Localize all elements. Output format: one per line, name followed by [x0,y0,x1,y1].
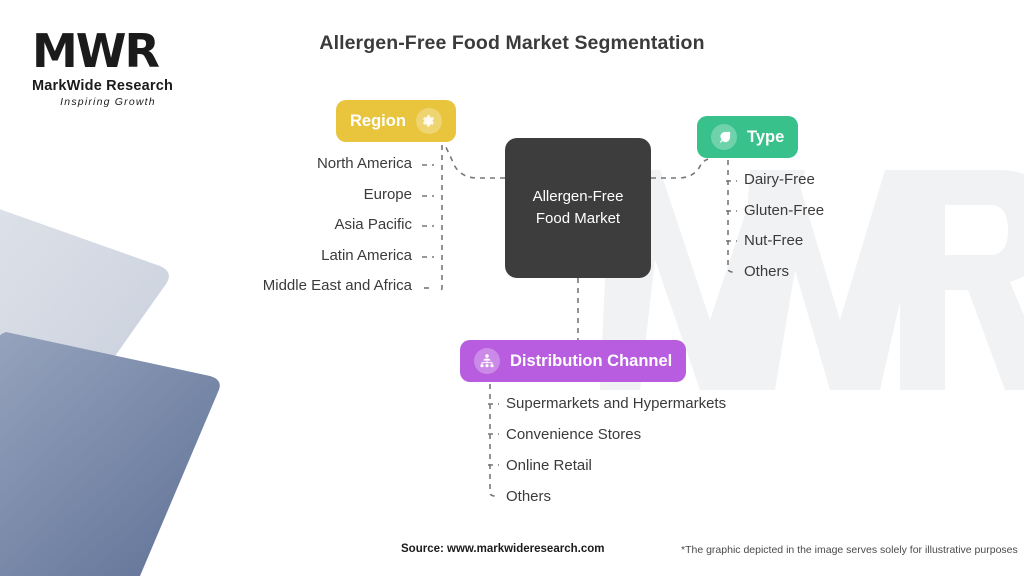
leaf-item: Gluten-Free [744,201,825,219]
logo-mark: MWR [32,24,160,78]
network-icon [474,348,500,374]
center-node: Allergen-Free Food Market [505,138,651,278]
source-text: Source: www.markwideresearch.com [401,543,605,555]
center-node-label: Allergen-Free Food Market [532,188,624,227]
leaf-item: Middle East and Africa [262,277,412,294]
leaf-item: Others [744,262,790,280]
branch-label-type: Type [747,127,785,146]
leaf-item: Asia Pacific [334,216,412,233]
leaf-item: Nut-Free [744,232,804,249]
branch-label-distribution-channel: Distribution Channel [510,351,673,370]
leaf-icon [711,124,737,150]
leaf-item: Dairy-Free [744,171,815,188]
leaf-item: Europe [363,185,412,203]
gear-icon [415,108,442,134]
branch-pill-distribution-channel[interactable]: Distribution Channel [460,340,687,382]
leaf-list-type: Dairy-Free Gluten-Free Nut-Free Others [744,172,824,294]
branch-pill-region[interactable]: Region [336,100,456,142]
leaf-item: Online Retail [506,457,592,474]
leaf-item: Supermarkets and Hypermarkets [506,395,727,412]
leaf-item: North America [316,155,412,172]
logo-company-name: MarkWide Research [32,78,174,94]
leaf-item: Latin America [321,246,412,264]
page-title: Allergen-Free Food Market Segmentation [319,32,705,54]
leaf-item: Convenience Stores [506,426,642,443]
leaf-list-region: North America Europe Asia Pacific Latin … [120,156,412,309]
branch-pill-type[interactable]: Type [697,116,799,158]
leaf-item: Others [506,488,552,505]
disclaimer-text: *The graphic depicted in the image serve… [681,544,1018,556]
logo-tagline: Inspiring Growth [60,96,156,108]
brand-logo: MWR MarkWide Research Inspiring Growth [32,28,212,123]
branch-label-region: Region [350,111,406,130]
leaf-list-distribution-channel: Supermarkets and Hypermarkets Convenienc… [506,396,726,520]
